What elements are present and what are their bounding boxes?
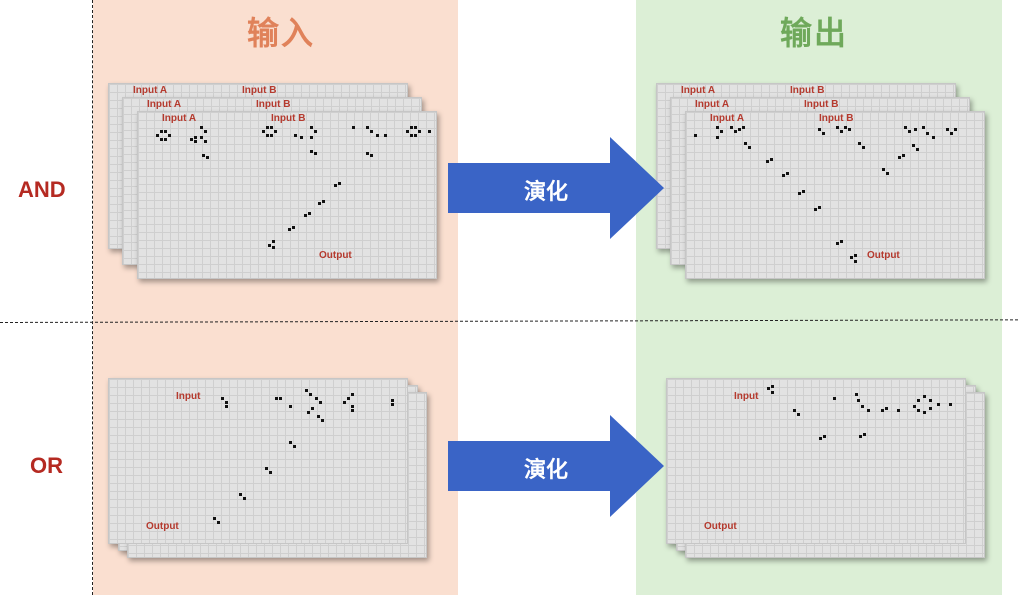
output-label: Output [704,521,737,532]
input-label: Input [176,391,201,402]
and-arrow-label: 演化 [524,180,569,205]
or-input-card: Input Output [108,378,408,544]
input-b-label: Input B [819,113,854,124]
or-arrow-label: 演化 [524,458,569,483]
or-arrow-icon [448,415,664,517]
input-b-label: Input B [790,85,825,96]
input-header: 输入 [247,14,316,52]
and-input-card-front: Input A Input B Output [137,111,437,279]
input-b-label: Input B [804,99,839,110]
input-a-label: Input A [147,99,182,110]
output-header: 输出 [780,14,849,52]
output-label: Output [146,521,179,532]
output-label: Output [867,250,900,261]
output-label: Output [319,250,352,261]
input-b-label: Input B [242,85,277,96]
input-a-label: Input A [681,85,716,96]
and-row-label: AND [18,177,66,202]
vertical-divider [92,0,93,595]
input-a-label: Input A [133,85,168,96]
input-label: Input [734,391,759,402]
input-b-label: Input B [256,99,291,110]
or-output-card: Input Output [666,378,966,544]
and-output-card-front: Input A Input B Output [685,111,985,279]
input-b-label: Input B [271,113,306,124]
input-a-label: Input A [695,99,730,110]
input-a-label: Input A [710,113,745,124]
input-a-label: Input A [162,113,197,124]
or-row-label: OR [30,453,63,478]
and-arrow-icon [448,137,664,239]
